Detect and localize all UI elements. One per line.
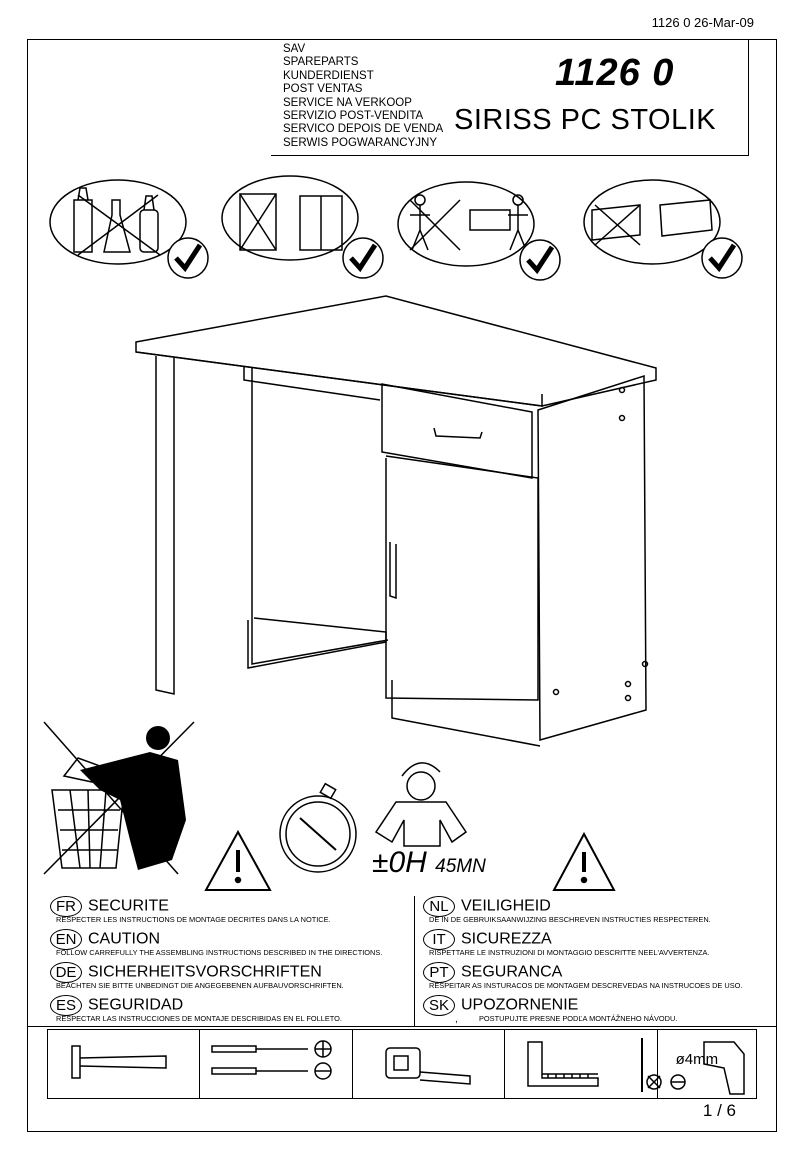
use-soft-cloth-icon (583, 179, 743, 279)
warning-desc: BEACHTEN SIE BITTE UNBEDINGT DIE ANGEGEB… (56, 981, 344, 990)
language-code: FR (50, 896, 82, 917)
warning-desc: DE IN DE GEBRUIKSAANWIJZING BESCHREVEN I… (429, 915, 711, 924)
product-name: SIRISS PC STOLIK (454, 104, 717, 136)
language-code: IT (423, 929, 455, 950)
warning-title: VEILIGHEID (461, 897, 551, 915)
store-flat-not-upright-icon (221, 175, 384, 279)
warning-sk: SK UPOZORNENIE POSTUPUJTE PRESNE PODĽA MO… (423, 995, 677, 1023)
warning-fr: FR SECURITE RESPECTER LES INSTRUCTIONS DE… (50, 896, 331, 924)
square-ruler-icon (527, 1041, 599, 1087)
language-code: ES (50, 995, 82, 1016)
language-code: PT (423, 962, 455, 983)
document-reference: 1126 0 26-Mar-09 (651, 15, 754, 30)
warning-title: SICHERHEITSVORSCHRIFTEN (88, 963, 322, 981)
warning-desc: POSTUPUJTE PRESNE PODĽA MONTÁŽNEHO NÁVOD… (479, 1014, 678, 1023)
warning-en: EN CAUTION FOLLOW CARREFULLY THE ASSEMBLI… (50, 929, 382, 957)
language-code: NL (423, 896, 455, 917)
tool-cell-square (505, 1030, 658, 1098)
service-label: SERVICO DEPOIS DE VENDA (283, 123, 444, 136)
language-code: DE (50, 962, 82, 983)
service-label: SPAREPARTS (283, 56, 359, 69)
drill-icon (641, 1038, 745, 1095)
language-code: SK (423, 995, 455, 1016)
warnings-divider (414, 896, 415, 1026)
warnings-right-column: NL VEILIGHEID DE IN DE GEBRUIKSAANWIJZING… (423, 896, 763, 1026)
assembly-duration: ±0H 45MN (372, 846, 486, 880)
warning-title: UPOZORNENIE (461, 996, 579, 1014)
title-box (271, 40, 749, 156)
service-label: KUNDERDIENST (283, 69, 374, 82)
warning-title: SEGURANCA (461, 963, 563, 981)
warning-desc: FOLLOW CARREFULLY THE ASSEMBLING INSTRUC… (56, 948, 383, 957)
tape-measure-icon (385, 1047, 471, 1085)
no-chemical-cleaners-icon (49, 179, 209, 279)
service-label: SAV (283, 43, 306, 55)
warning-desc: RESPECTER LES INSTRUCTIONS DE MONTAGE DE… (56, 915, 331, 924)
page-number: 1 / 6 (702, 1101, 736, 1120)
warning-title: SICUREZZA (461, 930, 552, 948)
warning-desc: RESPEITAR AS INSTURACOS DE MONTAGEM DESC… (429, 981, 743, 990)
stopwatch-icon (279, 782, 357, 873)
warning-title: SECURITE (88, 897, 169, 915)
stray-mark: , (455, 1014, 458, 1025)
worker-icon (374, 762, 468, 847)
warning-pt: PT SEGURANCA RESPEITAR AS INSTURACOS DE M… (423, 962, 742, 990)
service-label: POST VENTAS (283, 83, 363, 96)
warning-es: ES SEGURIDAD RESPECTAR LAS INSTRUCCIONES … (50, 995, 342, 1023)
page-frame (27, 39, 777, 1132)
language-code: EN (50, 929, 82, 950)
tool-cell-drill: ø4mm (658, 1030, 756, 1098)
duration-hours: ±0H (372, 846, 427, 879)
warning-desc: RESPECTAR LAS INSTRUCCIONES DE MONTAJE D… (56, 1014, 342, 1023)
warning-nl: NL VEILIGHEID DE IN DE GEBRUIKSAANWIJZING… (423, 896, 711, 924)
tool-cell-screwdrivers (200, 1030, 353, 1098)
warning-title: SEGURIDAD (88, 996, 184, 1014)
service-labels-list: SAV SPAREPARTS KUNDERDIENST POST VENTAS … (283, 43, 443, 150)
warnings-left-column: FR SECURITE RESPECTER LES INSTRUCTIONS DE… (50, 896, 410, 1026)
tools-strip: ø4mm (47, 1029, 757, 1099)
warning-desc: RISPETTARE LE INSTRUZIONI DI MONTAGGIO D… (429, 948, 710, 957)
drill-bit-size: ø4mm (675, 1051, 719, 1068)
person-silhouette-icon (80, 726, 186, 870)
warning-de: DE SICHERHEITSVORSCHRIFTEN BEACHTEN SIE B… (50, 962, 344, 990)
warning-triangle-icon (552, 831, 616, 891)
warning-it: IT SICUREZZA RISPETTARE LE INSTRUZIONI DI… (423, 929, 710, 957)
product-code: 1126 0 (555, 52, 675, 94)
hammer-icon (71, 1045, 167, 1079)
section-divider (27, 1026, 777, 1027)
screwdrivers-icon (211, 1040, 332, 1080)
service-label: SERWIS POGWARANCYJNY (283, 136, 437, 149)
warning-triangle-icon (204, 829, 272, 891)
tool-cell-tape-measure (353, 1030, 506, 1098)
service-label: SERVICE NA VERKOOP (283, 96, 412, 109)
desk-illustration (135, 295, 657, 747)
tool-cell-hammer (48, 1030, 201, 1098)
service-label: SERVIZIO POST-VENDITA (283, 110, 424, 123)
two-person-assembly-icon (397, 181, 561, 281)
duration-minutes: 45MN (435, 856, 486, 877)
warning-title: CAUTION (88, 930, 160, 948)
